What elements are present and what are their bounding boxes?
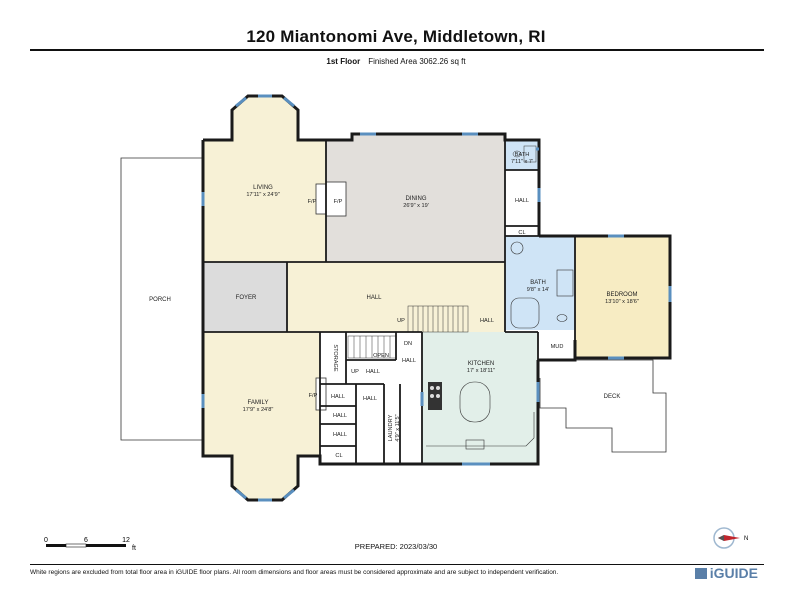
fp-dining-label: F/P <box>334 199 343 205</box>
burner-icon <box>436 386 440 390</box>
living-name: LIVING <box>253 185 273 191</box>
deck-label: DECK <box>604 394 621 400</box>
foyer-label: FOYER <box>236 295 257 301</box>
page-title: 120 Miantonomi Ave, Middletown, RI <box>246 27 546 46</box>
hall-b-label: HALL <box>363 396 377 402</box>
brand-mark-icon <box>694 568 707 579</box>
hall-stair-label: HALL <box>402 358 416 364</box>
dining-name: DINING <box>406 196 427 202</box>
open-label: OPEN <box>373 353 389 359</box>
burner-icon <box>430 394 434 398</box>
up-main-label: UP <box>397 318 405 324</box>
hall-top-label: HALL <box>515 198 529 204</box>
mud-label: MUD <box>551 344 564 350</box>
bedroom-name: BEDROOM <box>606 292 637 298</box>
vanity <box>523 145 537 163</box>
brand-logo: iGUIDE <box>694 565 758 581</box>
storage-label: STORAGE <box>332 344 338 372</box>
floor-label: 1st Floor <box>326 57 361 66</box>
fireplace-family <box>315 377 327 411</box>
cl-top-label: CL <box>518 230 525 236</box>
prepared-date: PREPARED: 2023/03/30 <box>354 542 438 551</box>
hall-right-label: HALL <box>480 318 494 324</box>
brand-name: iGUIDE <box>709 565 758 581</box>
hall-d-label: HALL <box>333 432 347 438</box>
corner-sink <box>510 241 524 255</box>
family-room <box>203 332 320 500</box>
family-name: FAMILY <box>248 400 269 406</box>
kitchen-sink <box>465 439 485 450</box>
family-dims: 17'9" x 24'8" <box>243 407 274 413</box>
fp-family-label: F/P <box>309 393 318 399</box>
scale-unit: ft <box>132 545 136 552</box>
hall-c-label: HALL <box>333 413 347 419</box>
compass-icon: N <box>713 527 748 549</box>
compass-north: N <box>744 536 748 542</box>
floor-subtitle: 1st Floor Finished Area 3062.26 sq ft <box>0 57 792 66</box>
vanity <box>556 269 574 297</box>
bath-top-name: BATH <box>515 152 530 158</box>
toilet <box>512 150 522 158</box>
kitchen-dims: 17' x 18'11" <box>467 368 495 374</box>
hall-top-room <box>505 170 537 226</box>
scale-bar: 0 6 12 ft <box>44 537 136 552</box>
disclaimer-text: White regions are excluded from total fl… <box>30 569 559 576</box>
scale-tick-12: 12 <box>122 537 130 544</box>
living-room <box>203 96 326 262</box>
hall-main-room <box>287 262 505 332</box>
cl-bottom-label: CL <box>335 453 342 459</box>
up-stair-label: UP <box>351 369 359 375</box>
hall-stair-room <box>320 332 422 464</box>
porch-label: PORCH <box>149 297 171 303</box>
hall-mid-label: HALL <box>366 369 380 375</box>
hall-a-label: HALL <box>331 394 345 400</box>
kitchen-island <box>459 381 491 423</box>
dn-label: DN <box>404 341 412 347</box>
windows <box>201 94 672 502</box>
kitchen-counter <box>426 412 535 447</box>
dining-dims: 26'9" x 19' <box>403 203 429 209</box>
bath-top-dims: 7'11" x 7' <box>511 159 533 165</box>
scale-tick-0: 0 <box>44 537 48 544</box>
burner-icon <box>430 386 434 390</box>
burner-icon <box>436 394 440 398</box>
laundry-dims: 4'9" x 11'5" <box>395 414 401 441</box>
laundry-name: LAUNDRY <box>388 414 394 441</box>
bath-dims: 9'8" x 14' <box>527 287 549 293</box>
bath-name: BATH <box>530 280 546 286</box>
finished-area: Finished Area 3062.26 sq ft <box>368 57 466 66</box>
kitchen-name: KITCHEN <box>468 361 494 367</box>
main-stairs <box>407 305 469 333</box>
footer-divider <box>30 564 764 565</box>
deck-outline <box>539 359 667 453</box>
dining-room <box>326 134 505 262</box>
bedroom-room <box>575 236 670 358</box>
porch-outline <box>120 157 203 441</box>
fireplace-living <box>315 183 327 215</box>
bath-top-room <box>505 140 539 170</box>
toilet <box>556 314 568 322</box>
fp-living-label: F/P <box>308 199 317 205</box>
hall-main-label: HALL <box>366 295 382 301</box>
scale-tick-6: 6 <box>84 537 88 544</box>
bathtub <box>510 297 540 329</box>
bedroom-dims: 13'10" x 18'6" <box>605 299 639 305</box>
foyer-room <box>203 262 287 332</box>
living-dims: 17'11" x 24'9" <box>246 192 279 198</box>
interior-walls <box>203 140 576 464</box>
title-divider <box>30 49 764 51</box>
